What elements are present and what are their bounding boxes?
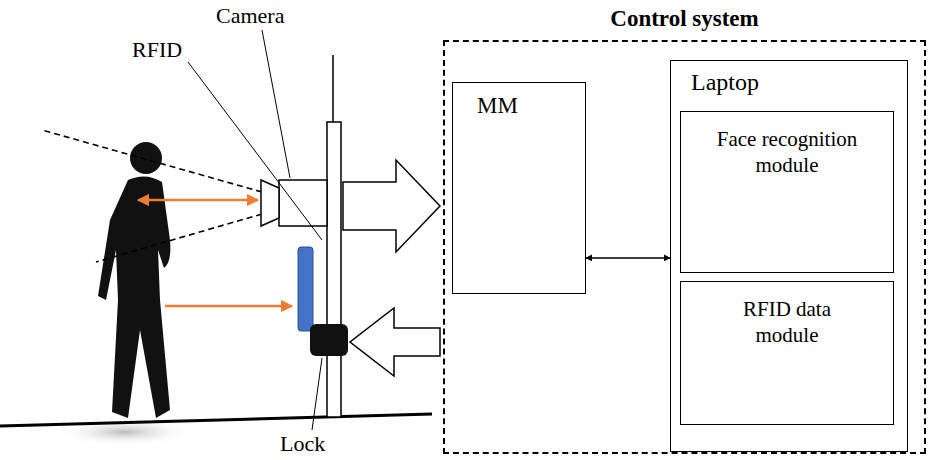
- ground-line: [0, 414, 432, 426]
- part-label: Lock: [280, 432, 325, 456]
- face-scan-arrow: [138, 199, 258, 202]
- signal-arrow: [343, 160, 440, 252]
- leader-line: [312, 358, 322, 430]
- door-post: [327, 122, 341, 417]
- person-figure: [98, 142, 170, 418]
- view-line: [96, 214, 262, 262]
- leader-line: [262, 30, 290, 178]
- lock-symbol: [310, 324, 348, 356]
- view-line: [42, 130, 262, 192]
- laptop-box: LaptopFace recognition moduleRFID data m…: [670, 60, 908, 452]
- box-label: Face recognition module: [681, 112, 893, 179]
- part-label: Camera: [216, 4, 284, 28]
- mm-box: MM: [452, 82, 586, 294]
- box-label: MM: [453, 83, 585, 119]
- region-heading: Control system: [445, 6, 924, 32]
- box-label: Laptop: [671, 61, 907, 96]
- rfid-reader: [298, 247, 313, 331]
- signal-arrow: [350, 308, 440, 376]
- antenna: [332, 55, 334, 130]
- part-label: RFID: [132, 38, 182, 62]
- module-box: Face recognition module: [680, 111, 894, 273]
- camera-body: [279, 180, 327, 226]
- card-scan-arrow: [165, 305, 292, 308]
- control-region: Control systemMMLaptopFace recognition m…: [443, 40, 926, 454]
- camera-lens: [261, 180, 279, 226]
- box-label: RFID data module: [681, 282, 893, 349]
- link-arrow: [586, 257, 670, 259]
- leader-line: [188, 62, 322, 240]
- module-box: RFID data module: [680, 281, 894, 425]
